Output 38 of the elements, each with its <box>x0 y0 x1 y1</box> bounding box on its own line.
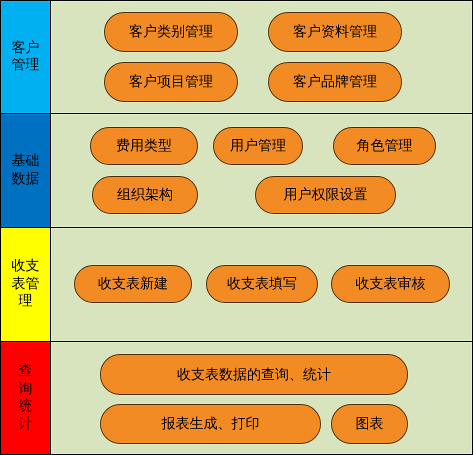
function-pill <box>331 265 450 303</box>
function-label: 客户资料管理 <box>293 23 377 41</box>
function-label: 收支表审核 <box>356 275 426 293</box>
function-label: 报表生成、打印 <box>162 415 260 433</box>
function-label: 组织架构 <box>117 186 173 204</box>
function-label: 角色管理 <box>356 137 412 155</box>
function-label: 图表 <box>356 415 384 433</box>
function-label: 收支表数据的查询、统计 <box>177 366 331 384</box>
function-pill <box>90 127 198 165</box>
function-label: 客户品牌管理 <box>293 73 377 91</box>
function-label: 收支表新建 <box>98 275 168 293</box>
function-pill <box>104 62 238 102</box>
function-label: 用户管理 <box>230 137 286 155</box>
function-label: 收支表填写 <box>227 275 297 293</box>
section-header <box>0 341 51 455</box>
section-header <box>0 0 51 114</box>
section-title: 查询统计 <box>18 363 32 433</box>
section-header <box>0 227 51 342</box>
function-pill <box>268 62 402 102</box>
function-pill <box>206 265 318 303</box>
section-title: 收支表管理 <box>12 258 40 311</box>
function-label: 用户权限设置 <box>284 186 368 204</box>
function-pill <box>331 404 408 444</box>
function-pill <box>213 127 303 165</box>
function-label: 客户项目管理 <box>129 73 213 91</box>
function-pill <box>100 354 408 395</box>
function-pill <box>100 404 321 444</box>
function-pill <box>255 176 396 214</box>
function-label: 客户类别管理 <box>129 23 213 41</box>
function-pill <box>333 127 436 165</box>
section-header <box>0 113 51 228</box>
function-pill <box>268 12 402 52</box>
section-title: 基础数据 <box>12 153 40 188</box>
function-pill <box>104 12 238 52</box>
function-label: 费用类型 <box>116 137 172 155</box>
function-pill <box>92 176 198 214</box>
function-pill <box>74 265 192 303</box>
section-title: 客户管理 <box>12 40 40 74</box>
